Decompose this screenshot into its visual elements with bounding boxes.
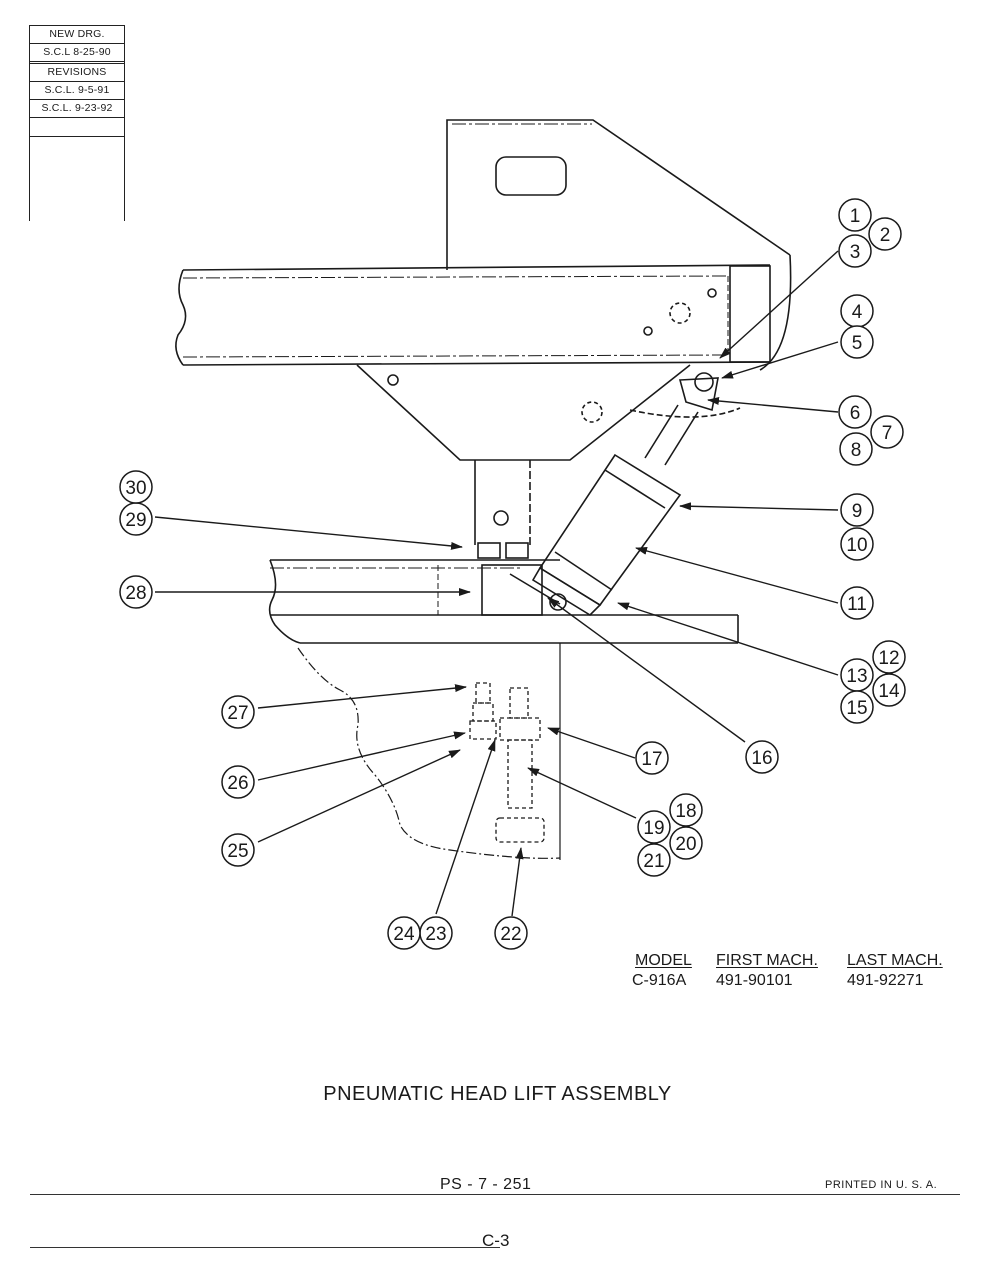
svg-text:23: 23 — [425, 924, 446, 945]
model-header: MODEL — [635, 952, 692, 969]
printed-in-label: PRINTED IN U. S. A. — [825, 1179, 938, 1191]
plate-slot — [495, 156, 567, 196]
callout-17: 17 — [635, 741, 669, 775]
callout-9: 9 — [840, 493, 874, 527]
new-drawing-date: S.C.L 8-25-90 — [30, 44, 124, 64]
assembly-linework — [175, 119, 792, 860]
svg-text:30: 30 — [125, 478, 146, 499]
revision-entry-2: S.C.L. 9-23-92 — [30, 100, 124, 118]
first-machine-header: FIRST MACH. — [716, 952, 818, 969]
svg-text:17: 17 — [641, 749, 662, 770]
upper-plate — [446, 119, 791, 270]
svg-text:9: 9 — [852, 501, 863, 522]
pivot-block — [481, 564, 543, 616]
svg-text:5: 5 — [852, 333, 863, 354]
drawing-number: PS - 7 - 251 — [440, 1176, 532, 1193]
svg-text:24: 24 — [393, 924, 415, 945]
callout-19: 19 — [637, 810, 671, 844]
svg-text:11: 11 — [847, 594, 867, 615]
callout-29: 29 — [119, 502, 153, 536]
callout-14: 14 — [872, 673, 906, 707]
callout-18: 18 — [669, 793, 703, 827]
callout-12: 12 — [872, 640, 906, 674]
callout-25: 25 — [221, 833, 255, 867]
svg-text:21: 21 — [643, 851, 664, 872]
callout-28: 28 — [119, 575, 153, 609]
pivot-arc — [759, 254, 792, 371]
svg-text:13: 13 — [846, 666, 867, 687]
svg-text:8: 8 — [851, 440, 862, 461]
svg-text:3: 3 — [850, 242, 861, 263]
first-machine-value: 491-90101 — [716, 972, 793, 989]
callout-23: 23 — [419, 916, 453, 950]
callout-13: 13 — [840, 658, 874, 692]
callout-7: 7 — [870, 415, 904, 449]
callout-8: 8 — [839, 432, 873, 466]
svg-text:1: 1 — [850, 206, 861, 227]
callout-6: 6 — [838, 395, 872, 429]
svg-text:7: 7 — [882, 423, 893, 444]
callout-1: 1 — [838, 198, 872, 232]
svg-text:15: 15 — [846, 698, 867, 719]
svg-text:27: 27 — [227, 703, 248, 724]
svg-text:19: 19 — [643, 818, 664, 839]
svg-text:18: 18 — [675, 801, 696, 822]
svg-text:2: 2 — [880, 225, 891, 246]
last-machine-value: 491-92271 — [847, 972, 924, 989]
gusset — [356, 364, 691, 461]
revision-entry-empty — [30, 118, 124, 137]
cylinder-body — [538, 453, 682, 607]
svg-text:14: 14 — [878, 681, 900, 702]
new-drawing-label: NEW DRG. — [30, 25, 124, 44]
svg-text:25: 25 — [227, 841, 248, 862]
callout-21: 21 — [637, 843, 671, 877]
svg-text:28: 28 — [125, 583, 146, 604]
callout-30: 30 — [119, 470, 153, 504]
cutaway-outline — [297, 647, 561, 859]
callout-20: 20 — [669, 826, 703, 860]
leader-lines — [154, 250, 839, 917]
drawing-title: PNEUMATIC HEAD LIFT ASSEMBLY — [323, 1083, 672, 1105]
callout-balloons: 1 2 3 4 5 6 7 8 9 10 11 12 13 14 15 16 1… — [119, 198, 906, 950]
page-number: C-3 — [482, 1231, 510, 1250]
svg-text:6: 6 — [850, 403, 861, 424]
callout-24: 24 — [387, 916, 421, 950]
revisions-label: REVISIONS — [30, 64, 124, 82]
model-value: C-916A — [632, 972, 687, 989]
callout-10: 10 — [840, 527, 874, 561]
svg-text:26: 26 — [227, 773, 248, 794]
revision-entry-1: S.C.L. 9-5-91 — [30, 82, 124, 100]
svg-text:10: 10 — [846, 535, 867, 556]
callout-5: 5 — [840, 325, 874, 359]
footer-rule-bottom — [30, 1247, 500, 1248]
callout-11: 11 — [840, 586, 874, 620]
revision-block: NEW DRG. S.C.L 8-25-90 REVISIONS S.C.L. … — [29, 25, 125, 221]
callout-16: 16 — [745, 740, 779, 774]
svg-text:4: 4 — [852, 302, 863, 323]
callout-2: 2 — [868, 217, 902, 251]
callout-26: 26 — [221, 765, 255, 799]
footer-rule-top — [30, 1194, 960, 1195]
callout-27: 27 — [221, 695, 255, 729]
svg-text:22: 22 — [500, 924, 521, 945]
callout-15: 15 — [840, 690, 874, 724]
svg-text:29: 29 — [125, 510, 146, 531]
svg-text:16: 16 — [751, 748, 772, 769]
svg-text:20: 20 — [675, 834, 696, 855]
last-machine-header: LAST MACH. — [847, 952, 943, 969]
callout-4: 4 — [840, 294, 874, 328]
svg-text:12: 12 — [878, 648, 899, 669]
callout-22: 22 — [494, 916, 528, 950]
clevis-pin — [694, 372, 714, 392]
callout-3: 3 — [838, 234, 872, 268]
